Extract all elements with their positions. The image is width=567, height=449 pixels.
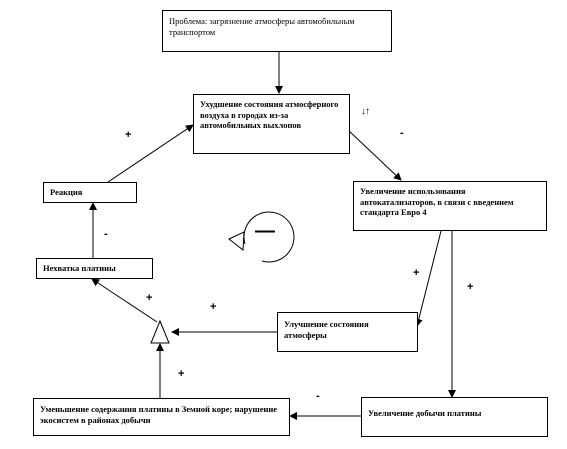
updown-arrows-icon: ↓↑	[361, 106, 370, 117]
deterioration-box: Ухудшение состояния атмосферного воздуха…	[193, 94, 350, 154]
improvement-box: Улучшение состояния атмосферы	[277, 312, 418, 352]
arrow-node-to-shortage	[91, 278, 158, 323]
sign-plus-reaction-link: +	[125, 129, 132, 141]
arrow-reaction-to-deterioration	[107, 124, 194, 183]
aggregation-triangle	[150, 319, 170, 344]
sign-plus-increase-improvement-link: +	[413, 267, 420, 279]
arrow-deterioration-to-increase-use	[347, 129, 402, 181]
sign-plus-node-shortage-link: +	[146, 292, 153, 304]
reaction-box: Реакция	[43, 182, 137, 203]
arrow-increase-use-to-improvement	[414, 230, 442, 327]
sign-minus-mining-decrease-link: -	[316, 390, 320, 402]
sign-plus-increase-mining-link: +	[467, 281, 474, 293]
sign-plus-decrease-node-link: +	[178, 368, 185, 380]
sign-minus-shortage-link: -	[104, 228, 108, 240]
sign-plus-improvement-link: +	[210, 301, 217, 313]
loop-arrowhead	[228, 231, 245, 251]
decrease-content-box: Уменьшение содержания платины в Земной к…	[33, 398, 290, 436]
sign-minus-deterioration-link: -	[400, 127, 404, 139]
loop-circle-arrow	[243, 211, 295, 263]
platinum-shortage-box: Нехватка платины	[36, 258, 153, 279]
loop-polarity-sign: —	[255, 220, 275, 242]
increase-mining-box: Увеличение добычи платины	[361, 397, 548, 437]
increase-use-box: Увеличение использования автокатализатор…	[353, 181, 547, 231]
problem-box: Проблема: загрязнение атмосферы автомоби…	[162, 10, 392, 52]
